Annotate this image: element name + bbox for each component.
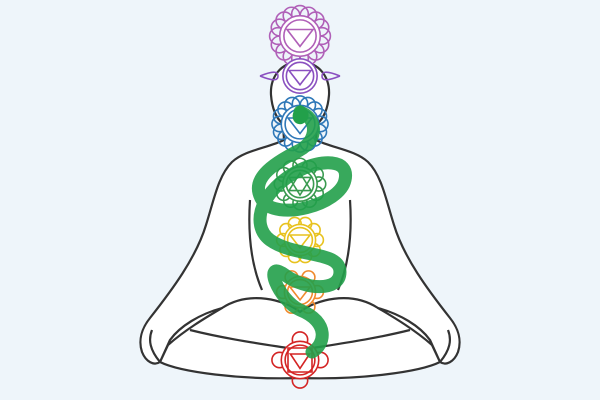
third-eye-chakra-icon xyxy=(259,58,341,94)
snake-head xyxy=(292,105,309,125)
kundalini-snake xyxy=(252,105,352,359)
crown-chakra-icon xyxy=(268,4,332,68)
root-chakra-icon xyxy=(271,331,329,389)
